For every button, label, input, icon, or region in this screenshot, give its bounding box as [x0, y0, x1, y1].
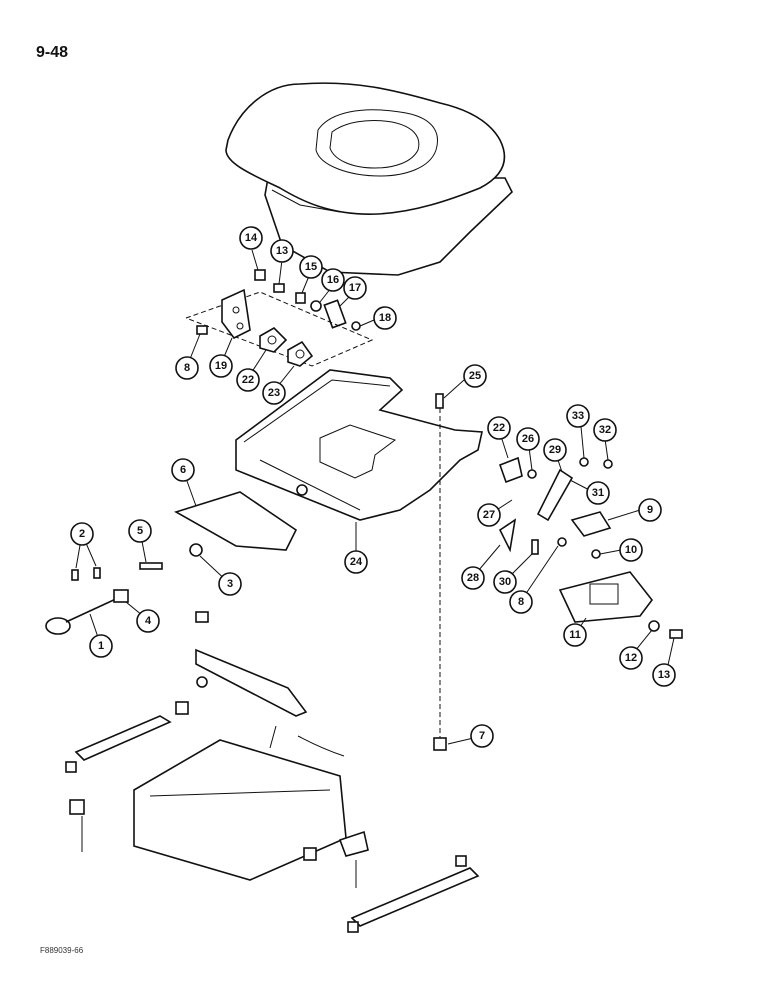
callout: 15	[299, 255, 323, 279]
callout: 19	[209, 354, 233, 378]
callout: 8	[175, 356, 199, 380]
callout: 4	[136, 609, 160, 633]
seat-pan	[235, 369, 483, 521]
callout-label: 18	[379, 312, 391, 324]
callout: 23	[262, 381, 286, 405]
callout: 16	[321, 268, 345, 292]
callout-label: 22	[242, 374, 254, 386]
callout-label: 24	[350, 556, 363, 568]
callout: 22	[236, 368, 260, 392]
assembly-outline	[185, 291, 374, 367]
callout: 24	[344, 550, 368, 574]
cover-plate	[174, 491, 298, 551]
callout-label: 19	[215, 360, 227, 372]
callout: 27	[477, 503, 501, 527]
callout: 26	[516, 427, 540, 451]
callout-label: 3	[227, 578, 233, 590]
callout: 11	[563, 623, 587, 647]
callout-label: 17	[349, 282, 361, 294]
seat-cushion	[225, 82, 513, 276]
callout: 32	[593, 418, 617, 442]
callout: 5	[128, 519, 152, 543]
callout: 33	[566, 404, 590, 428]
callout-label: 1	[98, 640, 104, 652]
callout: 18	[373, 306, 397, 330]
callout-label: 28	[467, 572, 479, 584]
callout-label: 14	[245, 232, 258, 244]
callout-label: 31	[592, 487, 604, 499]
callout: 12	[619, 646, 643, 670]
callout-label: 10	[625, 544, 637, 556]
callout: 25	[463, 364, 487, 388]
callout: 31	[586, 481, 610, 505]
callout-label: 16	[327, 274, 339, 286]
callout-label: 13	[276, 245, 288, 257]
callout-label: 8	[518, 596, 524, 608]
callout-label: 7	[479, 730, 485, 742]
callout: 30	[493, 570, 517, 594]
callout: 17	[343, 276, 367, 300]
callout: 22	[487, 416, 511, 440]
bolt-25	[435, 393, 444, 409]
callout-label: 30	[499, 576, 511, 588]
callout: 6	[171, 458, 195, 482]
page-number: 9-48	[36, 44, 69, 61]
slide-assembly	[65, 611, 480, 933]
callout: 28	[461, 566, 485, 590]
callout-label: 5	[137, 525, 143, 537]
callout-label: 8	[184, 362, 190, 374]
callout-label: 33	[572, 410, 584, 422]
callout-label: 2	[79, 528, 85, 540]
callout-label: 15	[305, 261, 317, 273]
callout: 13	[652, 663, 676, 687]
callout: 7	[470, 724, 494, 748]
nut-7	[433, 737, 447, 751]
callout: 13	[270, 239, 294, 263]
pivot-hardware	[254, 269, 361, 331]
callout: 8	[509, 590, 533, 614]
callout-label: 9	[647, 504, 653, 516]
callout: 3	[218, 572, 242, 596]
callout: 10	[619, 538, 643, 562]
callout-label: 32	[599, 424, 611, 436]
callout: 29	[543, 438, 567, 462]
callout-label: 26	[522, 433, 534, 445]
adjust-handle	[45, 543, 203, 635]
callout-label: 25	[469, 370, 481, 382]
callout: 2	[70, 522, 94, 546]
callout-label: 29	[549, 444, 561, 456]
callout-label: 22	[493, 422, 505, 434]
callout: 1	[89, 634, 113, 658]
callout: 9	[638, 498, 662, 522]
callout-label: 27	[483, 509, 495, 521]
figure-reference: F889039-66	[40, 946, 84, 955]
callout-label: 11	[569, 629, 581, 641]
callout-label: 23	[268, 387, 280, 399]
callout-label: 4	[145, 615, 152, 627]
linkage-assembly	[498, 456, 683, 639]
callout-label: 13	[658, 669, 670, 681]
callout-label: 6	[180, 464, 186, 476]
bracket-and-rollers	[196, 288, 314, 367]
callout: 14	[239, 226, 263, 250]
callout-label: 12	[625, 652, 637, 664]
